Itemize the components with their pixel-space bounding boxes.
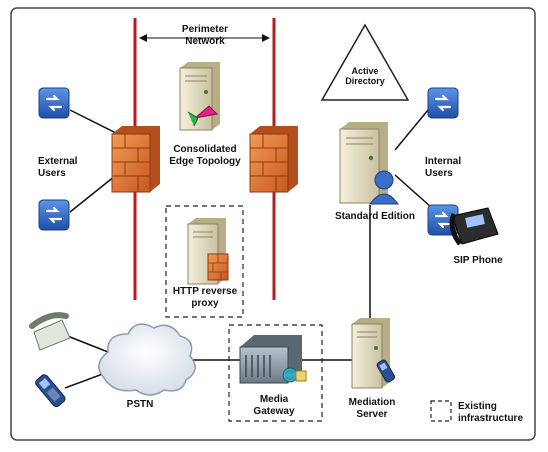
gateway-icon xyxy=(239,335,307,384)
firewall-icon xyxy=(111,126,160,193)
external-users-label: External Users xyxy=(38,156,78,179)
user-icon xyxy=(38,87,70,119)
server-icon xyxy=(187,218,229,285)
legend-swatch xyxy=(430,400,452,422)
server-icon xyxy=(339,122,399,205)
phone-icon xyxy=(449,207,499,246)
proxy-existing-box xyxy=(165,205,244,318)
firewall-icon xyxy=(249,126,298,193)
active-directory-triangle xyxy=(320,23,410,101)
consolidated-edge-label: Consolidated Edge Topology xyxy=(169,144,241,167)
phone-icon xyxy=(29,312,71,351)
phone-icon xyxy=(35,374,66,408)
pstn-label: PSTN xyxy=(126,399,154,410)
active-directory-label: Active Directory xyxy=(345,66,385,86)
server-icon xyxy=(179,62,220,131)
standard-edition-label: Standard Edition xyxy=(335,211,415,222)
media-gateway-label: Media Gateway xyxy=(253,394,295,417)
perimeter-network-label: Perimeter Network xyxy=(181,24,229,47)
mediation-server-label: Mediation Server xyxy=(348,397,396,420)
legend-label: Existing infrastructure xyxy=(458,401,524,424)
sip-phone-label: SIP Phone xyxy=(453,255,503,266)
gateway-existing-box xyxy=(228,324,323,422)
server-icon xyxy=(351,318,396,389)
http-reverse-proxy-label: HTTP reverse proxy xyxy=(172,286,238,309)
cloud-icon xyxy=(98,323,196,396)
user-icon xyxy=(427,87,459,119)
internal-users-label: Internal Users xyxy=(425,156,462,179)
user-icon xyxy=(38,199,70,231)
